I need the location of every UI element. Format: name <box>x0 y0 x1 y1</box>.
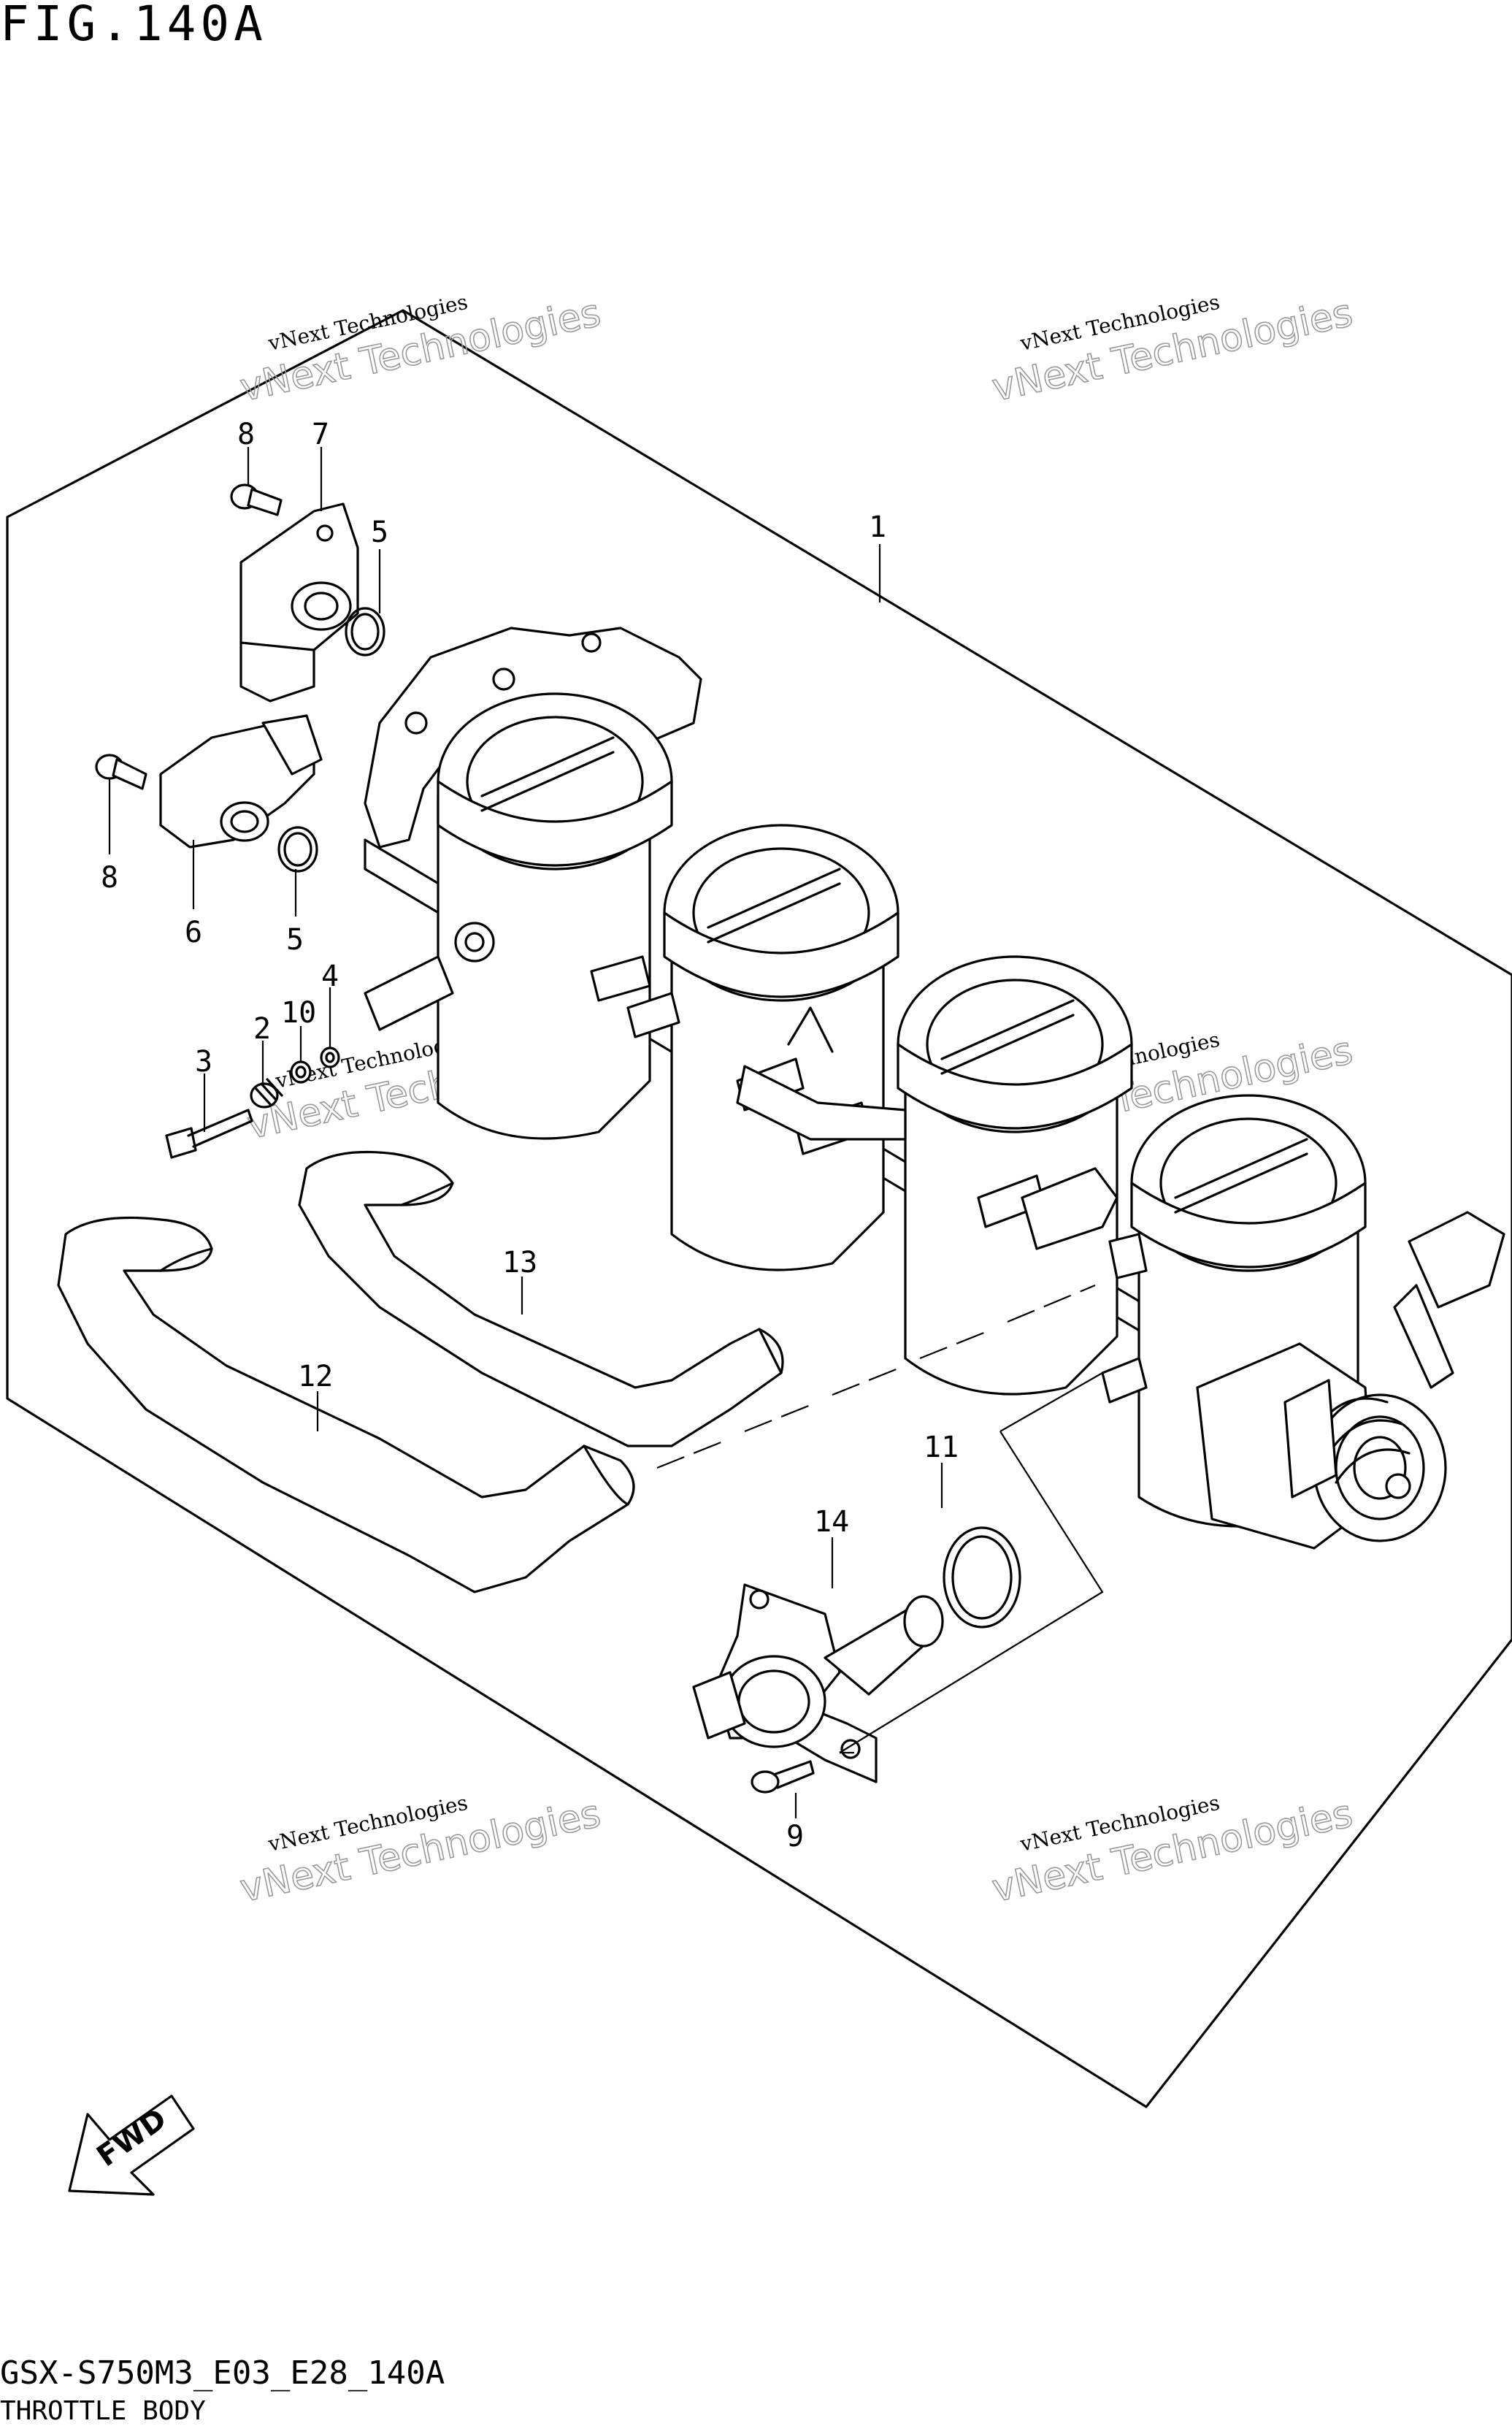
callout-5-upper: 5 <box>371 516 388 549</box>
watermark-top-right: vNext Technologies vNext Technologies <box>988 290 1357 411</box>
model-code: GSX-S750M3_E03_E28_140A <box>0 2354 445 2392</box>
figure-title: FIG.140A <box>0 0 267 52</box>
part-2-spring <box>250 1078 283 1109</box>
part-14-valve <box>692 1583 944 1783</box>
callout-9: 9 <box>786 1820 804 1853</box>
watermark-bottom-left: vNext Technologies vNext Technologies <box>236 1791 605 1912</box>
watermark-top-left: vNext Technologies vNext Technologies <box>236 290 605 411</box>
part-6-sensor <box>159 714 323 849</box>
part-9-screw <box>751 1760 815 1794</box>
part-8-screw-lower <box>95 754 147 790</box>
fwd-arrow-icon: FWD <box>68 2094 195 2196</box>
watermark-bottom-right: vNext Technologies vNext Technologies <box>988 1791 1357 1912</box>
callout-3: 3 <box>195 1045 212 1079</box>
part-8-screw-upper <box>230 483 283 516</box>
part-7-sensor <box>239 502 359 703</box>
section-name: THROTTLE BODY <box>0 2396 206 2426</box>
callout-14: 14 <box>814 1505 849 1539</box>
part-13-hose <box>298 1150 784 1447</box>
callout-11: 11 <box>924 1431 959 1464</box>
callout-13: 13 <box>502 1246 537 1279</box>
callout-8-lower: 8 <box>101 861 118 895</box>
assembly-boundary <box>6 309 1512 2108</box>
callout-6: 6 <box>185 916 202 949</box>
leader-lines <box>108 447 943 1818</box>
throttle-body-assembly <box>364 627 1505 1550</box>
callout-4: 4 <box>321 960 339 993</box>
part-4-oring <box>320 1046 340 1068</box>
part-10-washer <box>290 1060 312 1084</box>
callout-1: 1 <box>869 510 886 544</box>
part-5-oring-lower <box>277 826 318 873</box>
callout-5-lower: 5 <box>286 923 304 957</box>
callout-10: 10 <box>281 996 316 1030</box>
part-3-screw <box>165 1109 253 1159</box>
part-5-oring-upper <box>345 607 385 657</box>
callout-8-upper: 8 <box>237 418 255 451</box>
part-11-oring <box>943 1526 1021 1629</box>
callout-2: 2 <box>253 1012 271 1046</box>
callout-7: 7 <box>312 418 329 451</box>
callout-12: 12 <box>298 1360 333 1393</box>
part-12-hose <box>57 1216 635 1593</box>
